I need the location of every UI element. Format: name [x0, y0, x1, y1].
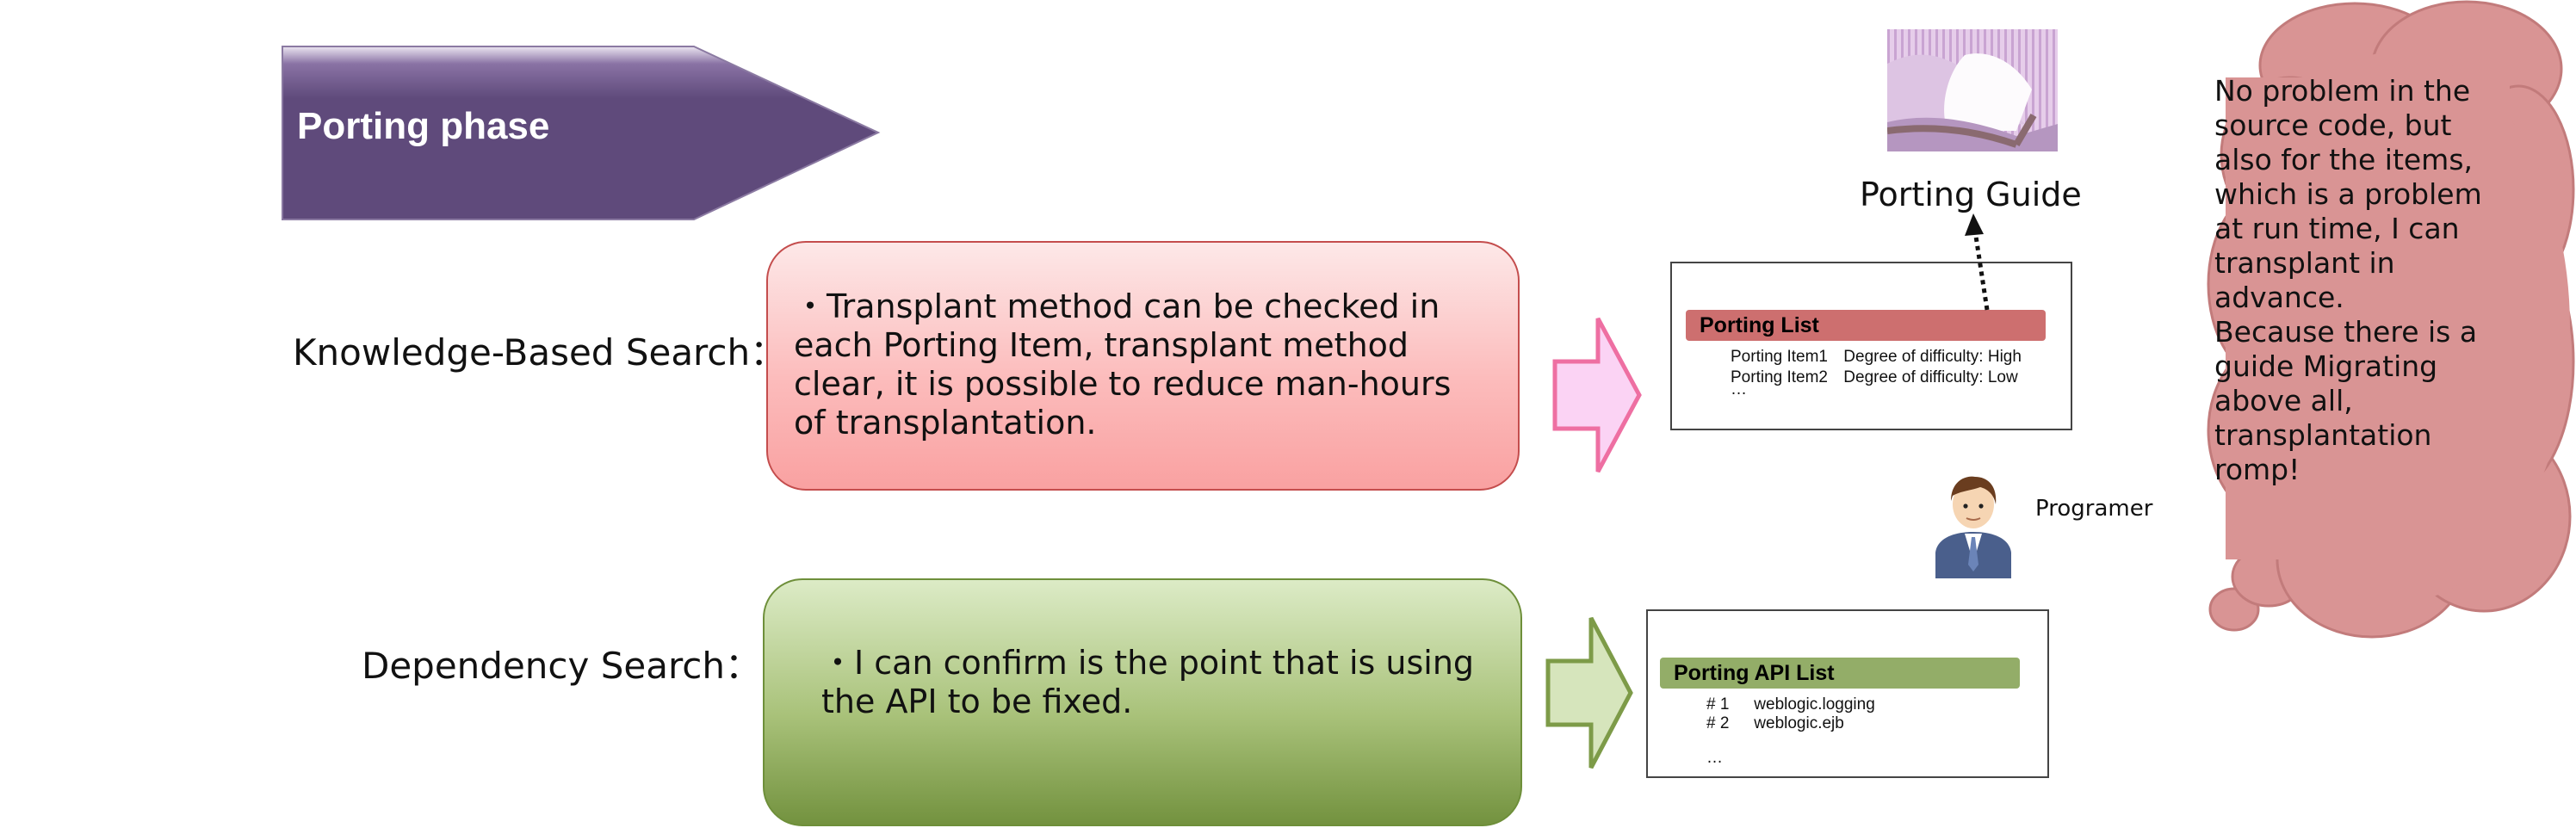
dependency-description: ・I can confirm is the point that is usin… — [821, 644, 1475, 720]
porting-api-list-header: Porting API List — [1660, 658, 2020, 689]
api-list-row: # 1 weblogic.logging — [1706, 695, 1875, 714]
phase-banner — [282, 46, 881, 220]
cloud-message-text: No problem in the source code, but also … — [2214, 74, 2482, 486]
api-list-row: # 2 weblogic.ejb — [1706, 714, 1844, 733]
dependency-arrow — [1545, 616, 1633, 769]
api-name: weblogic.ejb — [1754, 714, 1844, 732]
knowledge-arrow — [1552, 317, 1642, 473]
book-icon — [1887, 29, 2058, 151]
api-list-more: … — [1706, 749, 1723, 767]
porting-item-detail: Degree of difficulty: High — [1843, 348, 2022, 366]
guide-link-arrow — [1965, 213, 1990, 311]
porting-item-detail: Degree of difficulty: Low — [1843, 368, 2018, 386]
cloud-message: No problem in the source code, but also … — [2214, 74, 2499, 487]
knowledge-description-box: ・Transplant method can be checked in eac… — [766, 241, 1520, 491]
porting-list-row: Porting Item2 Degree of difficulty: Low — [1731, 368, 2018, 387]
dependency-search-label: Dependency Search： — [362, 645, 762, 687]
porting-guide-label: Porting Guide — [1860, 176, 2082, 213]
programmer-label: Programer — [2035, 496, 2153, 522]
porting-list-more: … — [1731, 380, 1747, 398]
knowledge-search-label: Knowledge-Based Search： — [293, 331, 787, 374]
programmer-avatar — [1935, 476, 2011, 578]
phase-title: Porting phase — [297, 105, 550, 147]
porting-item-name: Porting Item1 — [1731, 348, 1828, 366]
api-name: weblogic.logging — [1754, 695, 1875, 714]
porting-api-list-panel: Porting API List # 1 weblogic.logging # … — [1646, 609, 2049, 778]
porting-list-header: Porting List — [1686, 310, 2046, 341]
porting-list-row: Porting Item1 Degree of difficulty: High — [1731, 348, 2022, 367]
dependency-description-box: ・I can confirm is the point that is usin… — [763, 578, 1522, 826]
knowledge-description: ・Transplant method can be checked in eac… — [794, 287, 1452, 442]
api-number: # 1 — [1706, 695, 1730, 714]
porting-item-name: Porting Item2 — [1731, 368, 1828, 386]
thought-cloud — [2207, 0, 2575, 639]
api-number: # 2 — [1706, 714, 1730, 732]
porting-list-panel: Porting List Porting Item1 Degree of dif… — [1670, 262, 2072, 430]
